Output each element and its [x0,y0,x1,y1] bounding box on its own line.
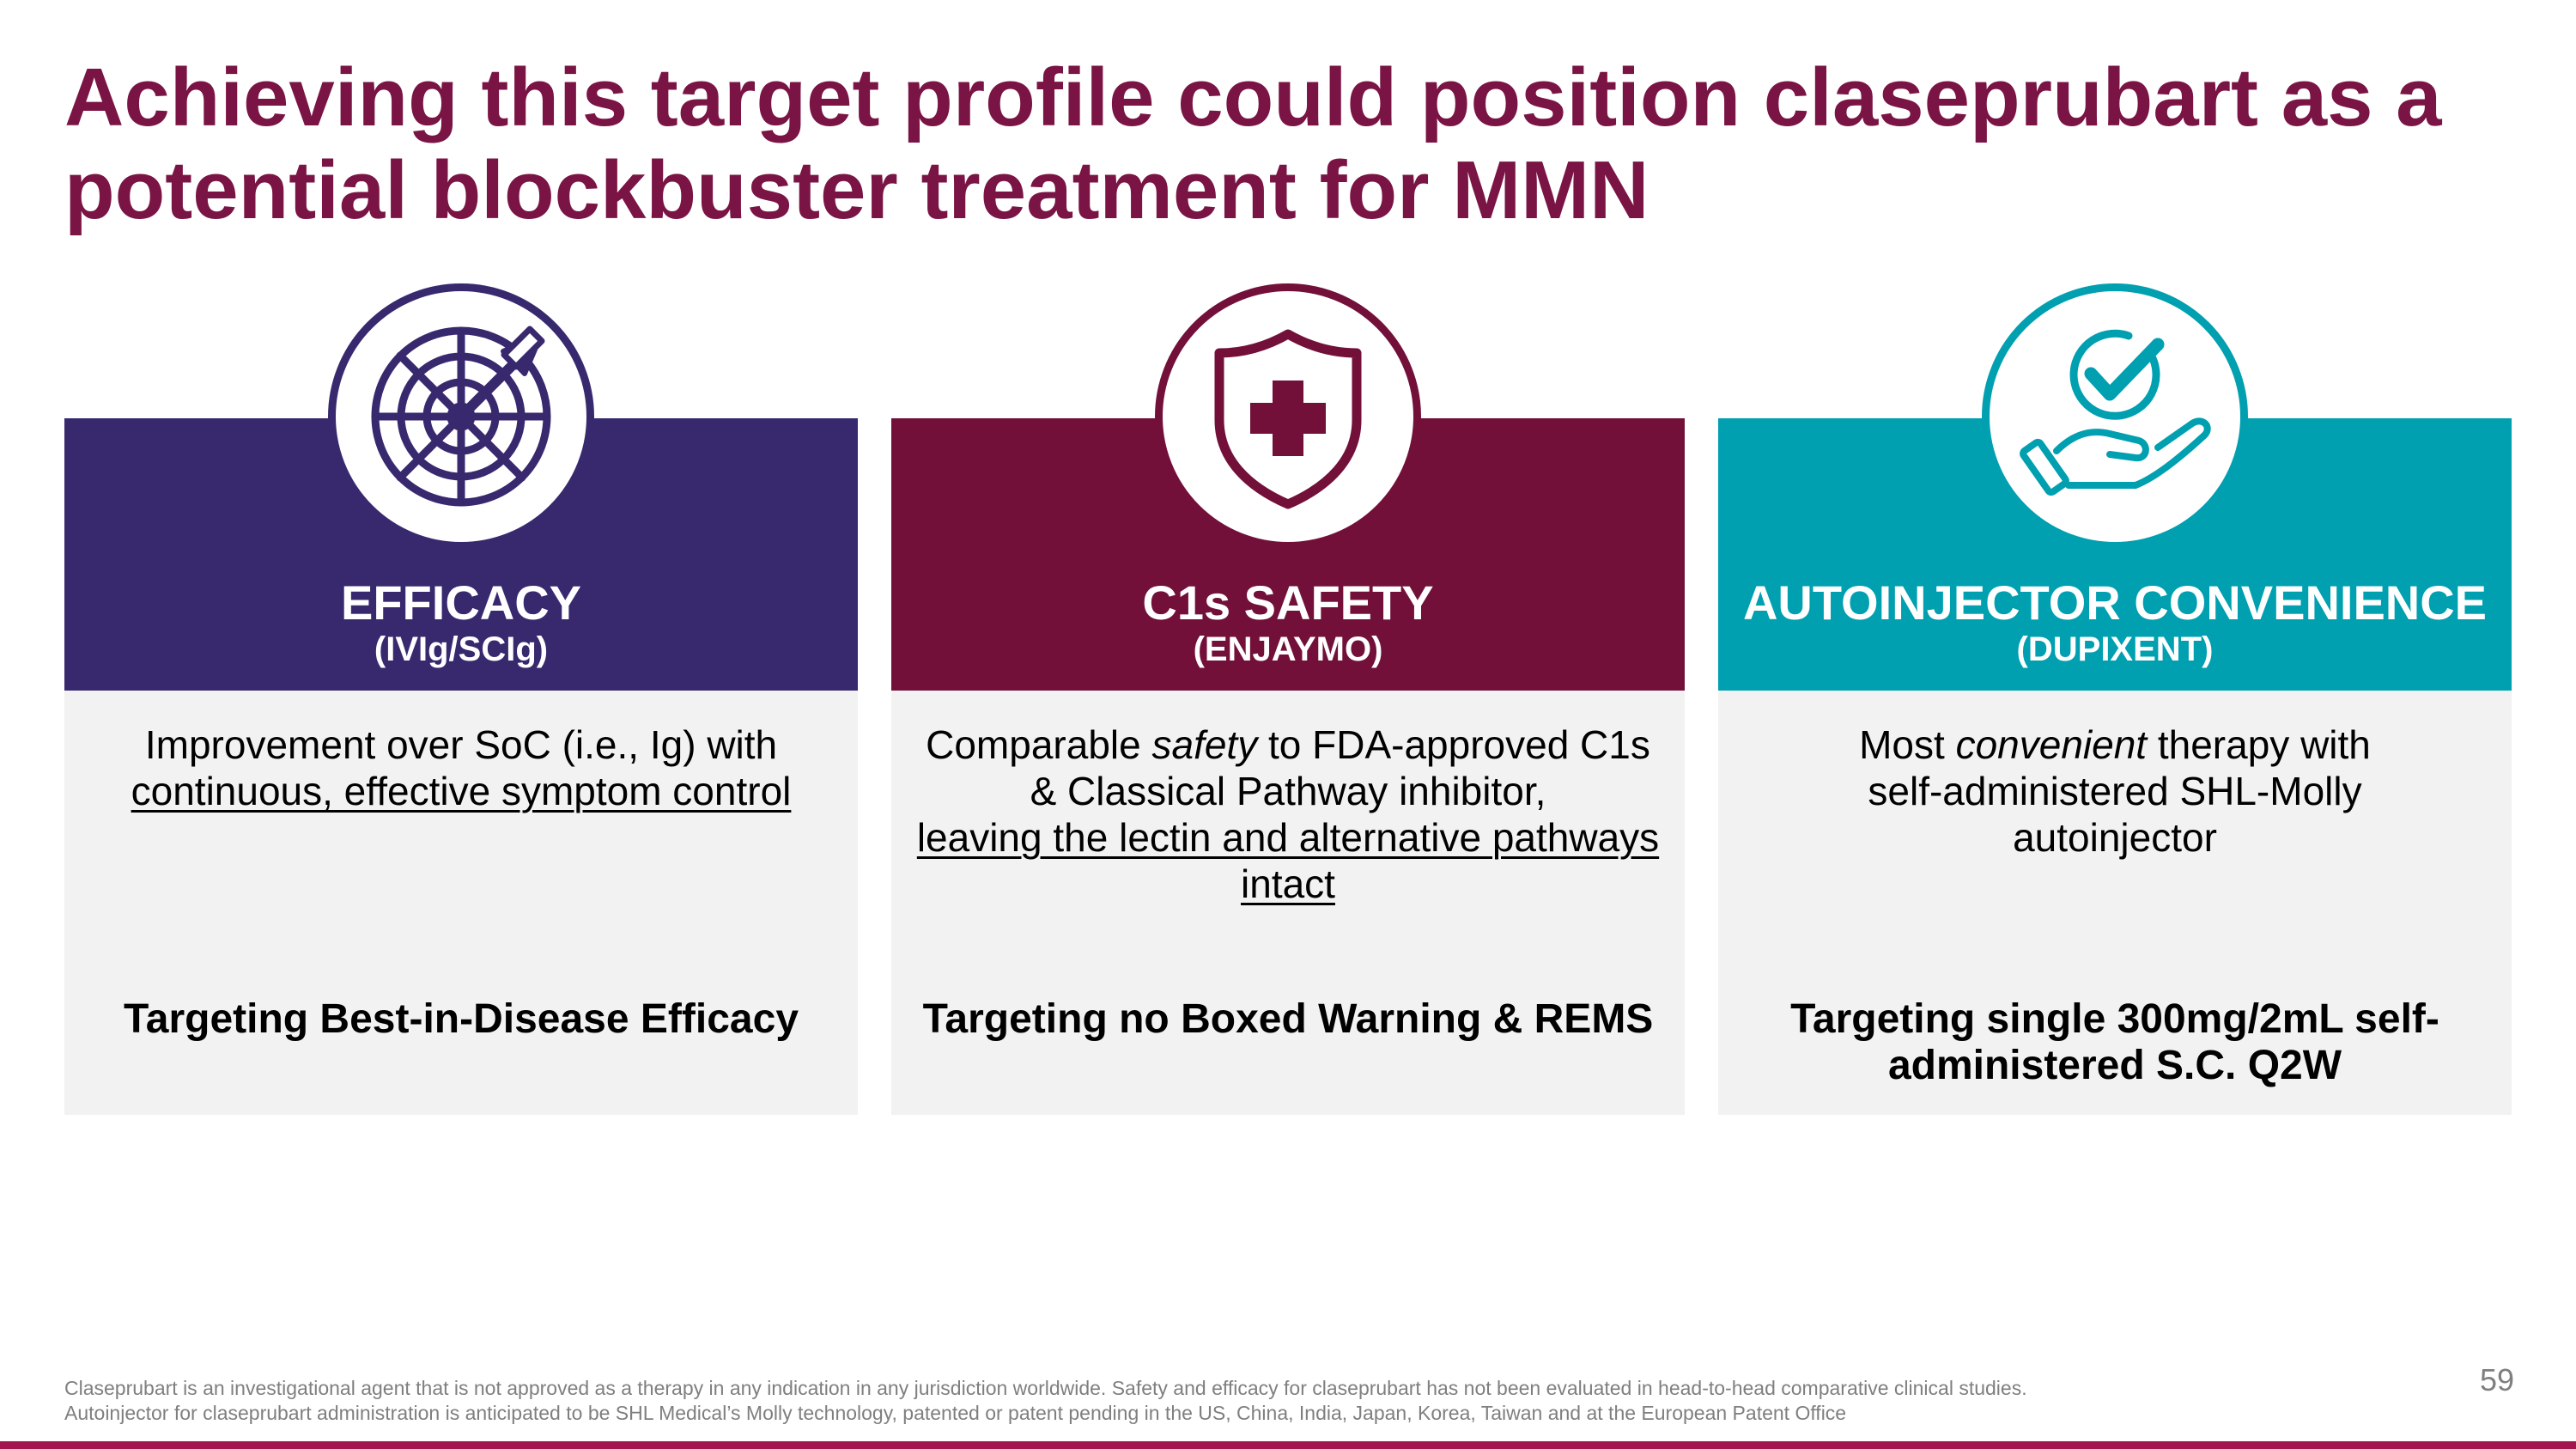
convenience-description-text-after: therapy with self-administered SHL-Molly… [1868,722,2371,860]
safety-description-underlined: leaving the lectin and alternative pathw… [916,815,1660,906]
safety-subheading: (ENJAYMO) [1193,630,1383,668]
page-number: 59 [2479,1362,2514,1397]
shield-cross-icon [1214,329,1362,509]
efficacy-subheading: (IVIg/SCIg) [374,630,549,668]
safety-card-body: Comparable safety to FDA-approved C1s & … [891,691,1685,1115]
efficacy-icon-circle [328,283,594,550]
efficacy-card-body: Improvement over SoC (i.e., Ig) with con… [64,691,858,1115]
convenience-card-header: AUTOINJECTOR CONVENIENCE (DUPIXENT) [1718,418,2512,691]
footnote-line: Autoinjector for claseprubart administra… [64,1402,1847,1424]
safety-heading: C1s SAFETY [1142,575,1434,630]
efficacy-description-underlined: continuous, effective symptom control [131,769,792,813]
safety-description-text-after: to FDA-approved C1s & Classical Pathway … [1030,722,1650,813]
convenience-heading: AUTOINJECTOR CONVENIENCE [1742,575,2488,630]
efficacy-target: Targeting Best-in-Disease Efficacy [123,996,799,1042]
footnote: Claseprubart is an investigational agent… [64,1376,2426,1426]
safety-card-header: C1s SAFETY (ENJAYMO) [891,418,1685,691]
footer-rule [0,1441,2576,1449]
hand-checkmark-icon [2020,329,2211,496]
page-title: Achieving this target profile could posi… [64,52,2442,236]
safety-description-emphasis: safety [1151,722,1258,767]
safety-description-text: Comparable [926,722,1141,767]
efficacy-description-text: Improvement over SoC (i.e., Ig) with [144,722,778,767]
convenience-description-text: Most [1859,722,1945,767]
convenience-card-body: Most convenient therapy with self-admini… [1718,691,2512,1115]
efficacy-heading: EFFICACY [341,575,581,630]
convenience-subheading: (DUPIXENT) [2016,630,2214,668]
convenience-icon-circle [1982,283,2248,550]
safety-description: Comparable safety to FDA-approved C1s & … [908,721,1668,907]
safety-icon-circle [1155,283,1421,550]
convenience-target: Targeting single 300mg/2mL self-administ… [1790,996,2439,1088]
convenience-description-emphasis: convenient [1955,722,2148,767]
efficacy-description: Improvement over SoC (i.e., Ig) with con… [82,721,841,814]
target-dart-icon [371,326,551,507]
safety-target: Targeting no Boxed Warning & REMS [922,996,1654,1042]
footnote-line: Claseprubart is an investigational agent… [64,1377,2027,1399]
convenience-card: AUTOINJECTOR CONVENIENCE (DUPIXENT) Most… [1718,418,2512,1115]
safety-card: C1s SAFETY (ENJAYMO) Comparable safety t… [891,418,1685,1115]
convenience-description: Most convenient therapy with self-admini… [1847,721,2383,861]
